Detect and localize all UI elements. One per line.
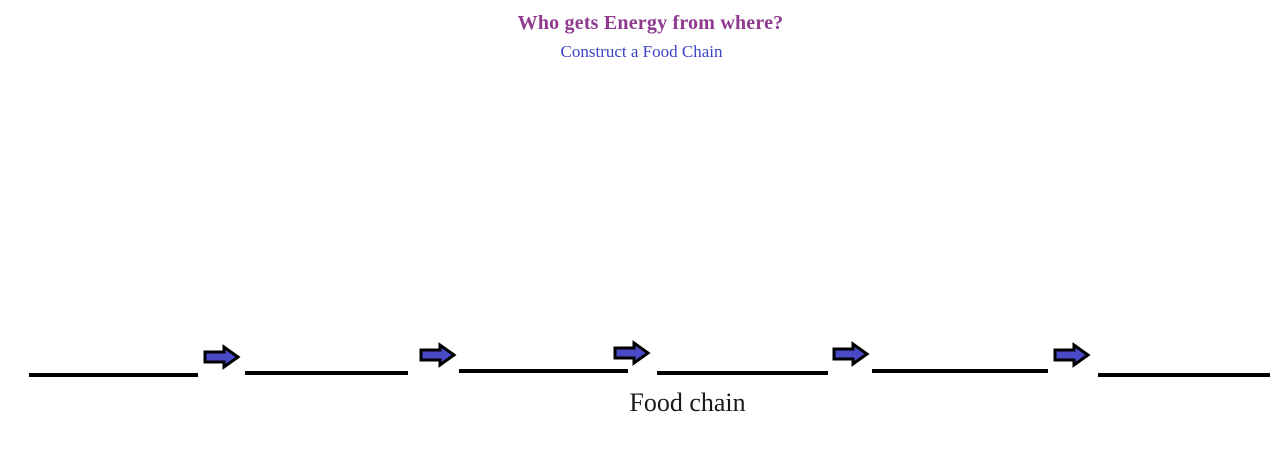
page-subtitle: Construct a Food Chain (560, 42, 723, 61)
right-arrow-icon (203, 344, 241, 370)
blank-line-3[interactable] (459, 369, 628, 373)
blank-line-2[interactable] (245, 371, 408, 375)
worksheet-header: Who gets Energy from where? Construct a … (0, 0, 1283, 62)
right-arrow-icon (1053, 342, 1091, 368)
page-title: Who gets Energy from where? (517, 12, 784, 34)
right-arrow-icon (419, 342, 457, 368)
blank-line-6[interactable] (1098, 373, 1270, 377)
blank-line-1[interactable] (29, 373, 198, 377)
blank-line-5[interactable] (872, 369, 1048, 373)
right-arrow-icon (613, 340, 651, 366)
right-arrow-icon (832, 341, 870, 367)
food-chain-caption: Food chain (629, 388, 746, 417)
blank-line-4[interactable] (657, 371, 828, 375)
